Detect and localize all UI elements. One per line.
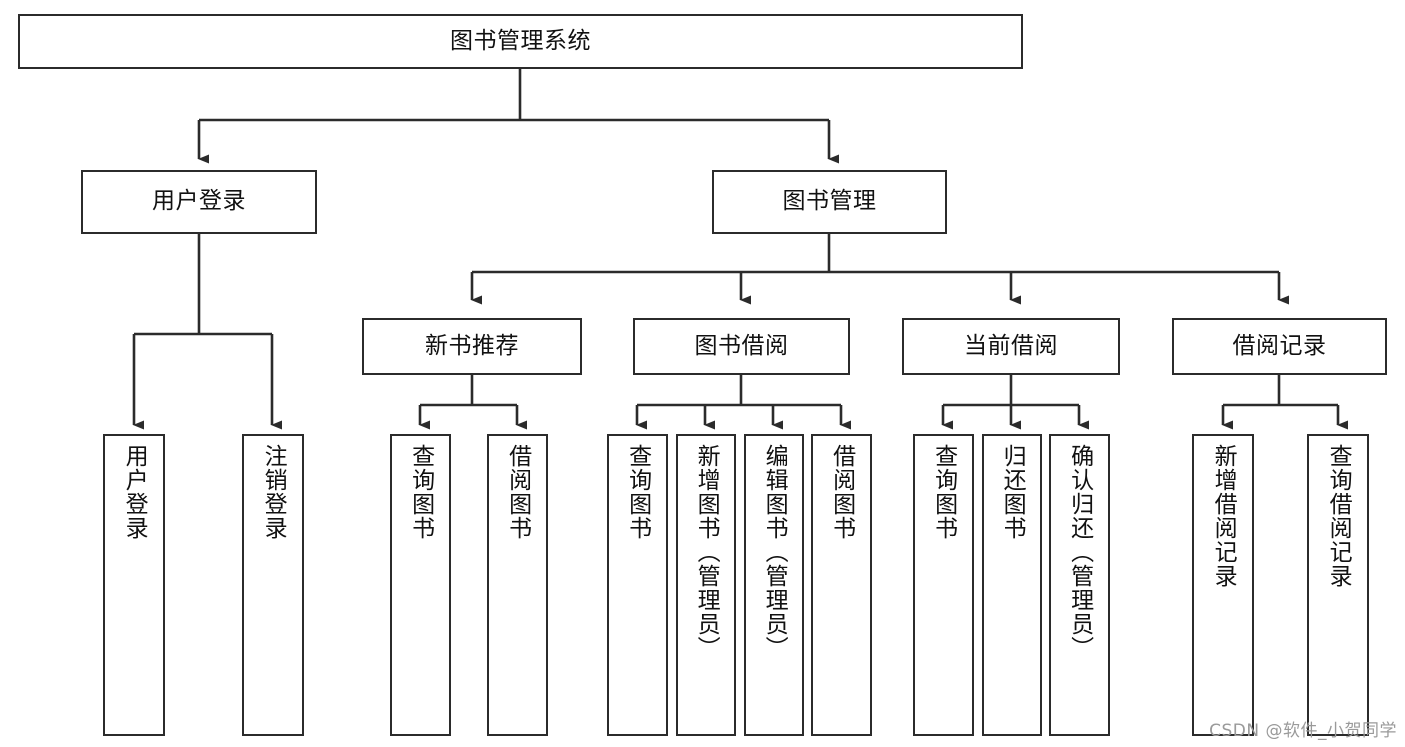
node-label: 注销登录	[260, 444, 287, 540]
leaf-book-borrow-add-admin[interactable]: 新增图书（管理员）	[676, 434, 736, 736]
node-label: 查询借阅记录	[1325, 444, 1352, 588]
leaf-book-borrow-borrow[interactable]: 借阅图书	[811, 434, 872, 736]
node-label: 图书管理	[782, 188, 877, 215]
leaf-user-login-logout[interactable]: 注销登录	[242, 434, 304, 736]
node-label: 新书推荐	[425, 332, 519, 359]
watermark-text: CSDN @软件_小贺同学	[1209, 721, 1397, 741]
node-new-book-recommendation[interactable]: 新书推荐	[362, 318, 582, 375]
leaf-book-borrow-query[interactable]: 查询图书	[607, 434, 668, 736]
node-root-book-management-system[interactable]: 图书管理系统	[18, 14, 1023, 69]
node-label: 查询图书	[407, 444, 434, 540]
node-label: 编辑图书（管理员）	[761, 444, 788, 660]
leaf-borrow-record-add[interactable]: 新增借阅记录	[1192, 434, 1254, 736]
node-label: 用户登录	[121, 444, 148, 540]
node-user-login[interactable]: 用户登录	[81, 170, 317, 234]
node-label: 图书管理系统	[450, 27, 591, 54]
node-label: 图书借阅	[694, 332, 789, 359]
node-label: 查询图书	[624, 444, 651, 540]
node-label: 查询图书	[930, 444, 957, 540]
node-label: 当前借阅	[964, 332, 1058, 359]
leaf-current-borrow-return[interactable]: 归还图书	[982, 434, 1042, 736]
leaf-new-book-borrow[interactable]: 借阅图书	[487, 434, 548, 736]
node-label: 确认归还（管理员）	[1066, 444, 1093, 660]
node-borrowing-record[interactable]: 借阅记录	[1172, 318, 1387, 375]
node-book-management[interactable]: 图书管理	[712, 170, 947, 234]
node-label: 新增图书（管理员）	[693, 444, 720, 660]
leaf-borrow-record-query[interactable]: 查询借阅记录	[1307, 434, 1369, 736]
node-current-borrowing[interactable]: 当前借阅	[902, 318, 1120, 375]
leaf-user-login-login[interactable]: 用户登录	[103, 434, 165, 736]
leaf-current-borrow-confirm-admin[interactable]: 确认归还（管理员）	[1049, 434, 1110, 736]
leaf-book-borrow-edit-admin[interactable]: 编辑图书（管理员）	[744, 434, 804, 736]
node-label: 归还图书	[999, 444, 1026, 540]
node-label: 新增借阅记录	[1210, 444, 1237, 588]
node-book-borrowing[interactable]: 图书借阅	[633, 318, 850, 375]
leaf-current-borrow-query[interactable]: 查询图书	[913, 434, 974, 736]
node-label: 用户登录	[152, 188, 246, 215]
node-label: 借阅记录	[1232, 332, 1327, 359]
node-label: 借阅图书	[504, 444, 531, 540]
node-label: 借阅图书	[828, 444, 855, 540]
leaf-new-book-query[interactable]: 查询图书	[390, 434, 451, 736]
